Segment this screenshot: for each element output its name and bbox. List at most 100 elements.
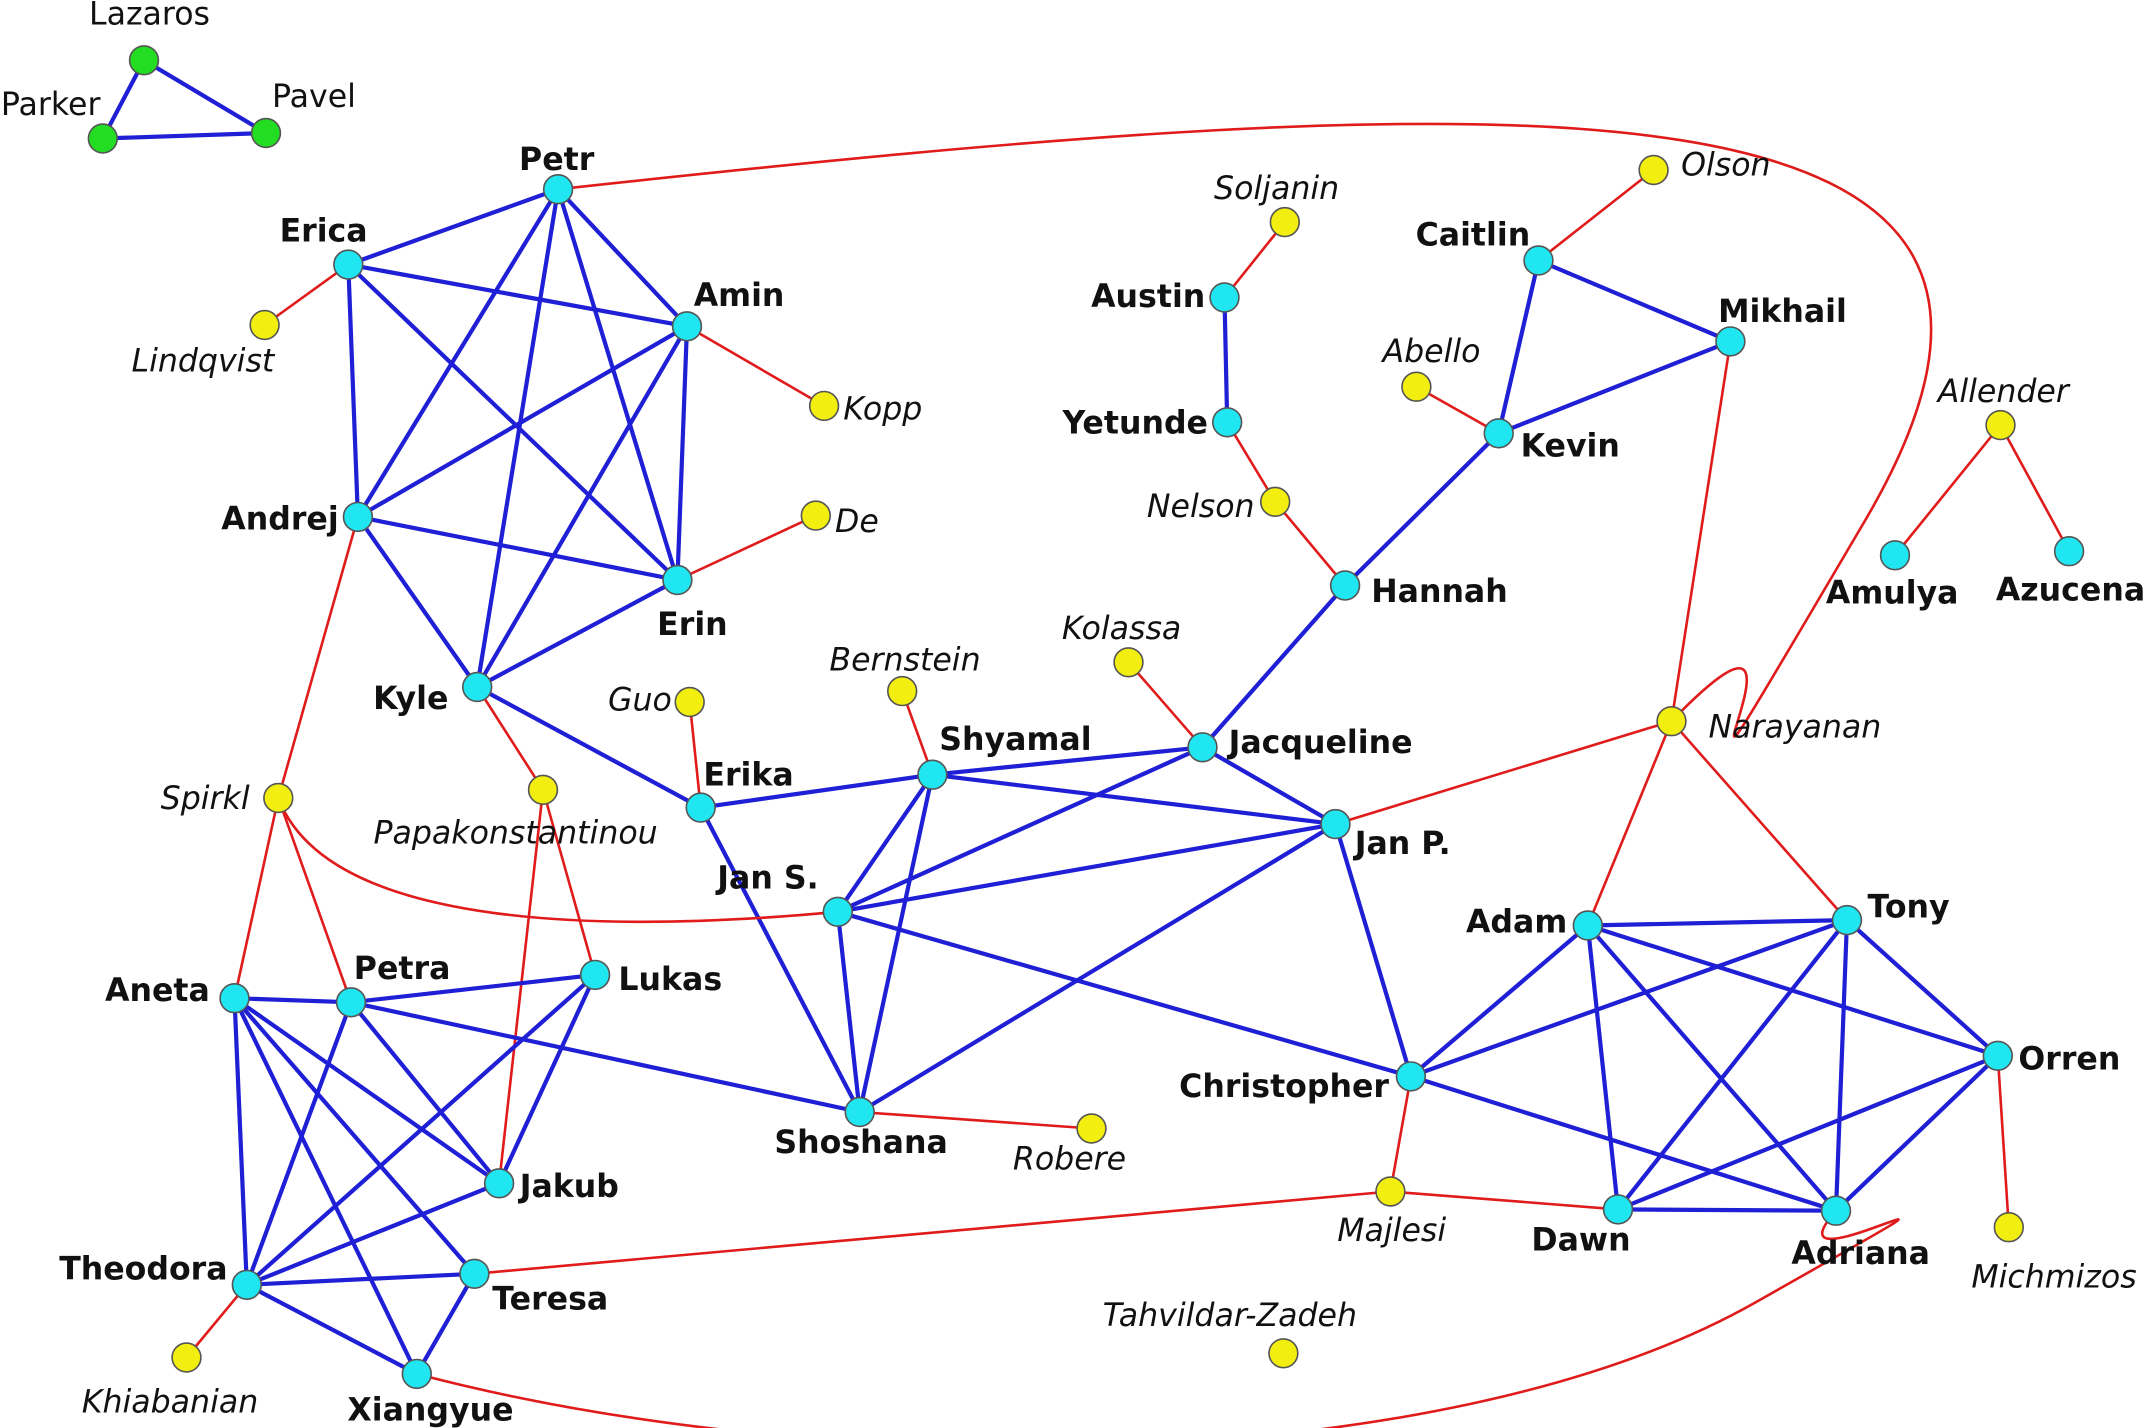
label-erica: Erica [280, 213, 368, 249]
node-orren [1982, 1040, 2014, 1072]
edge-tony-dawn [1616, 918, 1849, 1211]
node-guo [674, 686, 705, 718]
edge-hannah-kevin [1343, 431, 1501, 587]
edge-aneta-theodora [232, 998, 249, 1285]
node-michmizos [1993, 1211, 2025, 1243]
label-lindqvist: Lindqvist [131, 344, 275, 380]
node-de [800, 500, 831, 531]
edge-caitlin-kevin [1496, 260, 1541, 434]
edge-erin-de [676, 514, 817, 582]
label-yetunde: Yetunde [1061, 405, 1208, 441]
edge-kyle-erin [476, 578, 679, 689]
edge-shyamal-janp [932, 772, 1336, 827]
edge-adam-dawn [1585, 925, 1621, 1210]
edge-lukas-theodora [245, 973, 597, 1287]
label-nelson: Nelson [1147, 489, 1255, 525]
edge-orren-dawn [1617, 1053, 1999, 1212]
edge-kyle-papakonstantinou [476, 686, 545, 791]
edge-andrej-kyle [356, 515, 479, 689]
node-khiabanian [171, 1342, 202, 1373]
node-aneta [219, 982, 250, 1014]
edge-jacqueline-hannah [1200, 584, 1347, 749]
label-kopp: Kopp [843, 392, 922, 428]
node-pavel [250, 117, 282, 149]
label-parker: Parker [1, 87, 101, 123]
label-dawn: Dawn [1531, 1223, 1630, 1259]
label-amin: Amin [694, 278, 785, 314]
curved-edge-petr-narayanan [557, 122, 1933, 738]
edge-shyamal-shoshana [857, 774, 935, 1113]
node-robere [1076, 1113, 1107, 1144]
node-caitlin [1523, 245, 1554, 276]
label-guo: Guo [608, 682, 672, 718]
node-bernstein [886, 675, 918, 707]
label-papakonstantinou: Papakonstantinou [373, 815, 657, 851]
label-kevin: Kevin [1521, 429, 1620, 465]
edge-erica-amin [347, 262, 688, 329]
edge-austin-yetunde [1222, 297, 1230, 423]
edge-abello-kevin [1415, 385, 1500, 435]
edge-adam-adriana [1586, 924, 1838, 1213]
label-abello: Abello [1381, 334, 1481, 370]
edge-papakonstantinou-lukas [541, 789, 597, 976]
edge-christopher-adriana [1410, 1074, 1837, 1213]
edge-tony-orren [1845, 918, 2000, 1058]
edge-adam-tony [1587, 918, 1848, 928]
node-mikhail [1715, 326, 1746, 357]
edge-caitlin-mikhail [1537, 258, 1732, 344]
label-azucena: Azucena [1996, 573, 2145, 609]
node-olson [1638, 154, 1669, 186]
label-andrej: Andrej [221, 501, 338, 537]
edge-petr-erin [556, 188, 680, 581]
edge-jans-janp [837, 822, 1336, 914]
node-lazaros [128, 45, 160, 76]
edge-yetunde-nelson [1226, 421, 1277, 503]
edge-kolassa-jacqueline [1127, 661, 1204, 749]
label-allender: Allender [1936, 374, 2071, 410]
label-petra: Petra [354, 951, 451, 987]
label-austin: Austin [1091, 279, 1205, 315]
label-pavel: Pavel [272, 79, 356, 115]
node-papakonstantinou [527, 774, 559, 805]
edge-jacqueline-jans [836, 745, 1204, 914]
edge-jans-shoshana [835, 911, 862, 1113]
edge-guo-erika [688, 701, 702, 808]
node-narayanan [1656, 705, 1687, 737]
node-kolassa [1113, 647, 1144, 678]
edge-allender-amulya [1893, 424, 2002, 557]
label-robere: Robere [1013, 1142, 1126, 1178]
label-lazaros: Lazaros [89, 0, 210, 33]
edge-petra-lukas [350, 972, 596, 1005]
curved-edge-spirkl-jans [277, 797, 838, 924]
edge-papakonstantinou-jakub [497, 789, 545, 1184]
node-majlesi [1375, 1176, 1406, 1207]
node-janp [1320, 808, 1351, 840]
label-adriana: Adriana [1791, 1236, 1930, 1272]
edge-parker-pavel [102, 130, 267, 141]
edge-nelson-hannah [1274, 500, 1347, 587]
node-shyamal [917, 759, 948, 790]
label-orren: Orren [2018, 1042, 2120, 1078]
edge-dawn-adriana [1617, 1207, 1837, 1213]
edge-amin-andrej [356, 324, 689, 519]
label-de: De [835, 504, 879, 540]
label-tahvildar: Tahvildar-Zadeh [1103, 1298, 1357, 1334]
edge-mikhail-narayanan [1670, 341, 1732, 722]
edge-theodora-teresa [246, 1271, 475, 1287]
node-erica [333, 249, 364, 280]
edge-jakub-theodora [246, 1181, 500, 1287]
node-hannah [1329, 570, 1361, 601]
curved-edge-xiangyue-adriana [416, 1209, 1900, 1428]
edge-orren-michmizos [1996, 1055, 2011, 1228]
edge-petr-amin [556, 187, 689, 328]
node-erin [662, 564, 693, 596]
edge-shoshana-robere [859, 1110, 1092, 1130]
label-shoshana: Shoshana [774, 1125, 947, 1161]
label-olson: Olson [1681, 148, 1770, 184]
label-erika: Erika [703, 758, 793, 794]
node-jacqueline [1187, 732, 1218, 763]
node-yetunde [1211, 407, 1243, 438]
node-christopher [1395, 1061, 1427, 1092]
edge-jans-christopher [837, 909, 1412, 1079]
